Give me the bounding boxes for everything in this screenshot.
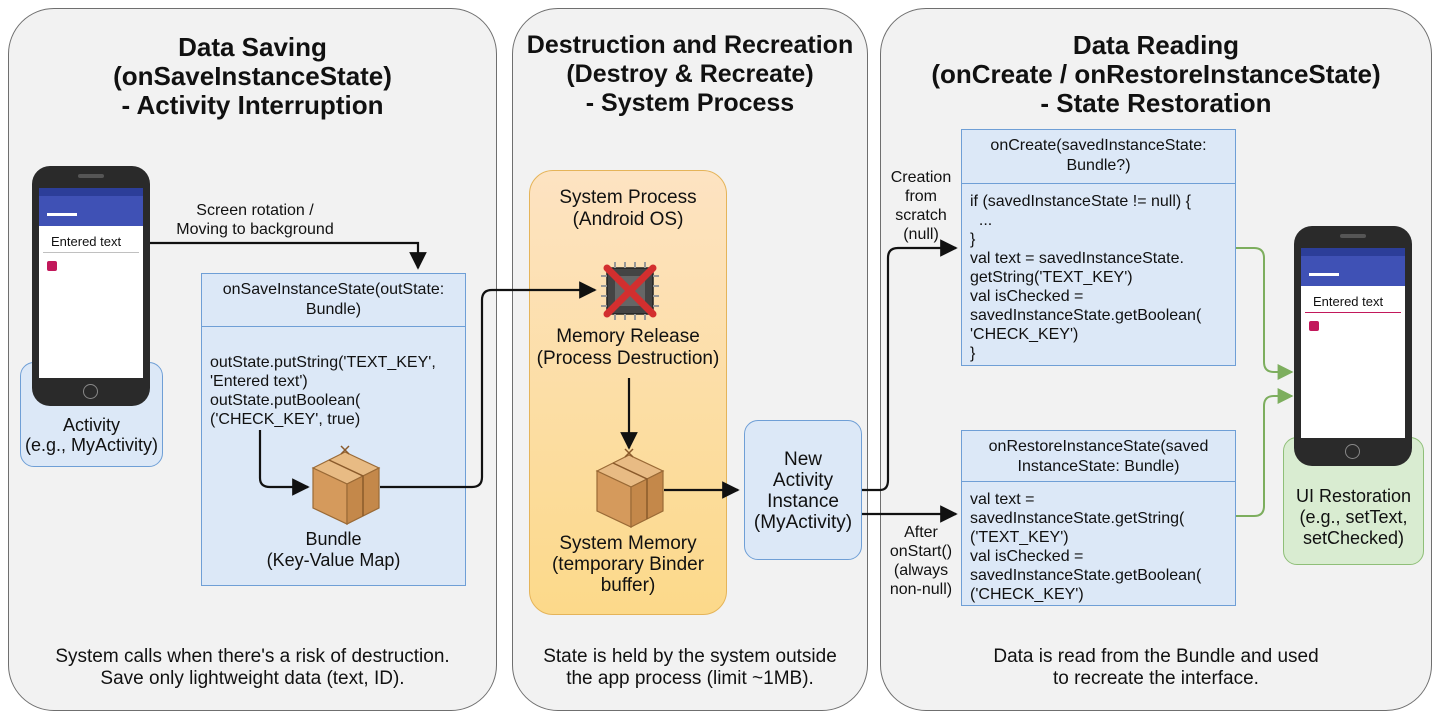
ui-restoration-label: UI Restoration (e.g., setText, setChecke… — [1295, 486, 1412, 548]
speaker — [1340, 234, 1366, 238]
app-bar — [39, 196, 143, 226]
new-activity-label: New Activity Instance (MyActivity) — [753, 449, 853, 533]
panel-footer: State is held by the system outside the … — [543, 646, 837, 689]
system-memory-label: System Memory (temporary Binder buffer) — [551, 533, 705, 596]
home-button — [1345, 444, 1360, 459]
text-field: Entered text — [43, 226, 139, 253]
panel-title: Data Saving (onSaveInstanceState) - Acti… — [113, 32, 392, 120]
activity-label: Activity (e.g., MyActivity) — [24, 415, 158, 455]
creation-label: Creation from scratch (null) — [890, 169, 952, 243]
onsave-code: outState.putString('TEXT_KEY', 'Entered … — [210, 354, 436, 428]
onrestore-box: onRestoreInstanceState(saved InstanceSta… — [961, 430, 1236, 606]
home-button — [83, 384, 98, 399]
panel-title: Data Reading (onCreate / onRestoreInstan… — [931, 30, 1381, 118]
onsave-box: onSaveInstanceState(outState: Bundle) ou… — [201, 273, 466, 586]
checkbox-checked — [47, 261, 57, 271]
oncreate-header: onCreate(savedInstanceState: Bundle?) — [962, 130, 1235, 184]
onrestore-code: val text = savedInstanceState.getString(… — [970, 491, 1202, 603]
trigger-label: Screen rotation / Moving to background — [176, 202, 334, 238]
speaker — [78, 174, 104, 178]
text-field: Entered text — [1305, 286, 1401, 313]
panel-footer: Data is read from the Bundle and used to… — [993, 646, 1319, 689]
system-process-box: System Process (Android OS) Memory Relea… — [529, 170, 727, 615]
oncreate-box: onCreate(savedInstanceState: Bundle?) if… — [961, 129, 1236, 366]
system-process-title: System Process (Android OS) — [559, 187, 697, 230]
new-activity-box: New Activity Instance (MyActivity) — [744, 420, 862, 560]
panel-title: Destruction and Recreation (Destroy & Re… — [526, 31, 854, 117]
app-bar — [1301, 256, 1405, 286]
onsave-header: onSaveInstanceState(outState: Bundle) — [202, 274, 465, 327]
phone-screen: Entered text — [1301, 248, 1405, 438]
checkbox-checked — [1309, 321, 1319, 331]
phone-before: Entered text — [32, 166, 150, 406]
phone-after: Entered text — [1294, 226, 1412, 466]
phone-screen: Entered text — [39, 188, 143, 378]
oncreate-code: if (savedInstanceState != null) { ... } … — [970, 193, 1202, 362]
status-bar — [39, 188, 143, 196]
memory-release-label: Memory Release (Process Destruction) — [536, 326, 720, 369]
panel-footer: System calls when there's a risk of dest… — [55, 646, 450, 689]
bundle-label: Bundle (Key-Value Map) — [266, 529, 401, 570]
status-bar — [1301, 248, 1405, 256]
onrestore-header: onRestoreInstanceState(saved InstanceSta… — [962, 431, 1235, 482]
after-onstart-label: After onStart() (always non-null) — [889, 524, 953, 598]
